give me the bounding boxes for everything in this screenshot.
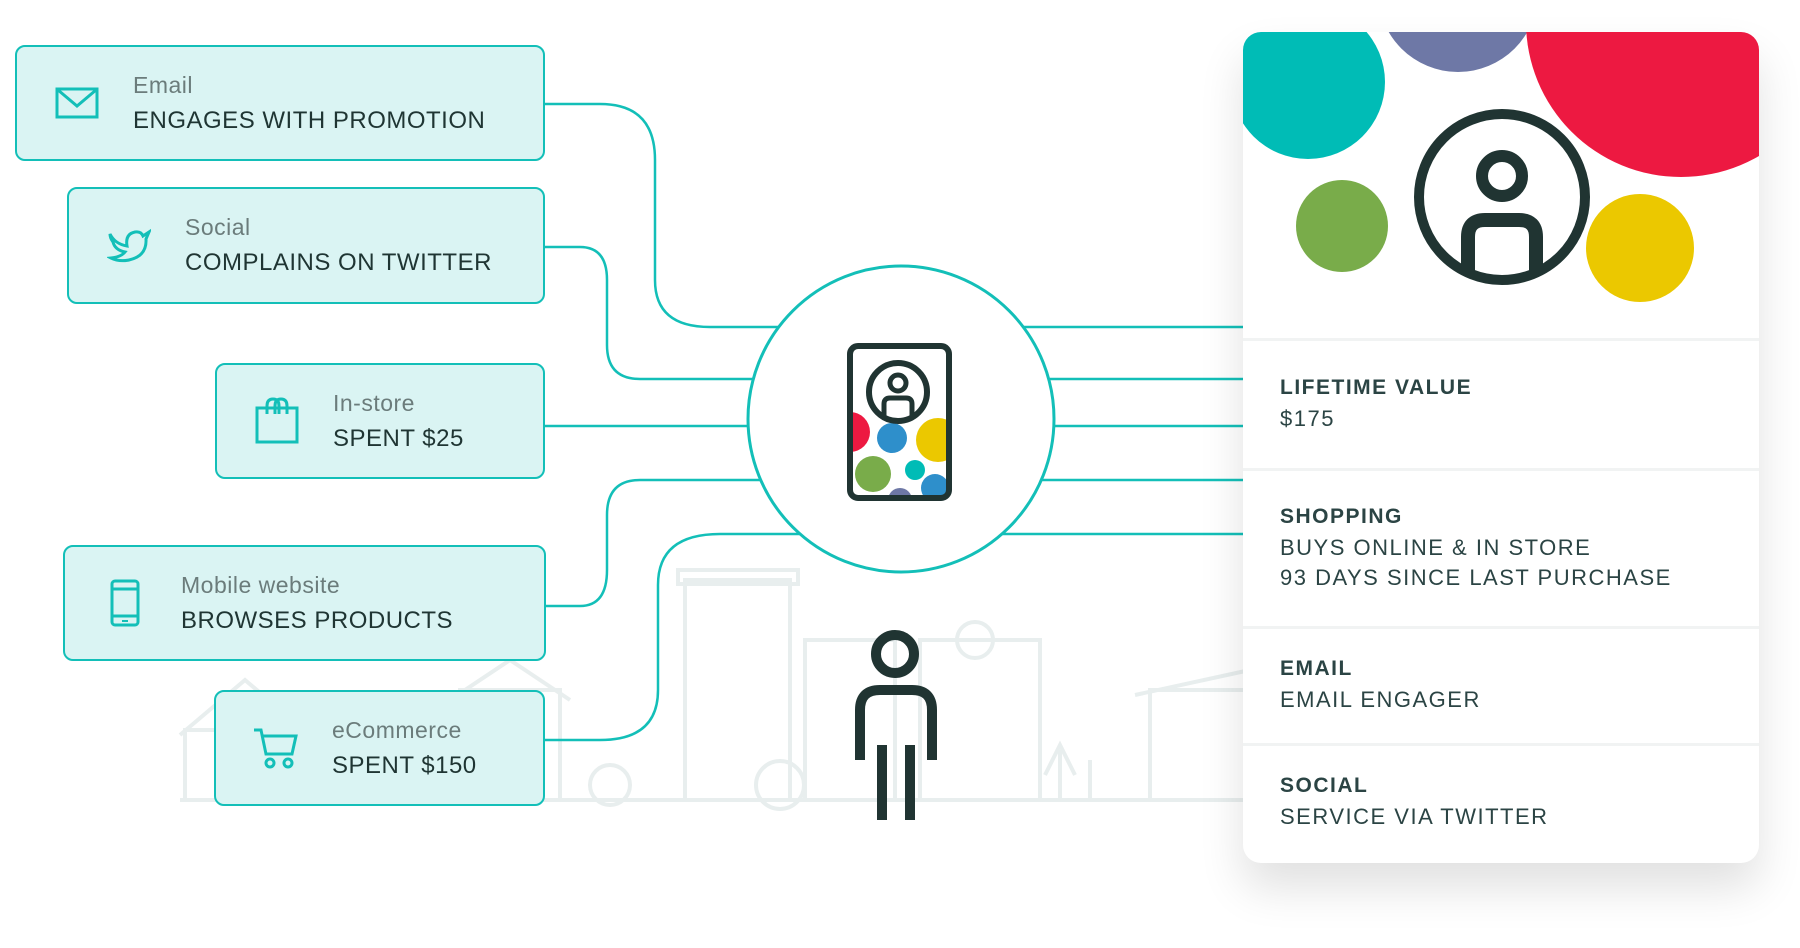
profile-row-email: EMAIL EMAIL ENGAGER: [1243, 629, 1759, 746]
profile-row-shopping: SHOPPING BUYS ONLINE & IN STORE 93 DAYS S…: [1243, 471, 1759, 629]
source-action: COMPLAINS ON TWITTER: [185, 249, 492, 276]
source-category: In-store: [333, 389, 415, 416]
source-action: SPENT $150: [332, 751, 477, 779]
row-value: BUYS ONLINE & IN STORE 93 DAYS SINCE LAST…: [1280, 533, 1759, 593]
envelope-icon: [47, 86, 107, 120]
connector-lines: [545, 102, 1243, 742]
row-title: SOCIAL: [1280, 774, 1369, 797]
profile-header-art: [1243, 32, 1759, 302]
twitter-bird-icon: [99, 226, 159, 266]
source-action: SPENT $25: [333, 424, 464, 452]
row-value: EMAIL ENGAGER: [1280, 687, 1481, 712]
customer-profile-card: LIFETIME VALUE $175 SHOPPING BUYS ONLINE…: [1243, 32, 1759, 863]
phone-profile-icon: [847, 343, 952, 501]
person-figure-icon: [855, 630, 937, 820]
profile-row-social: SOCIAL SERVICE VIA TWITTER: [1243, 746, 1759, 860]
row-line: BUYS ONLINE & IN STORE: [1280, 534, 1592, 560]
row-line: 93 DAYS SINCE LAST PURCHASE: [1280, 564, 1672, 590]
profile-header: [1243, 32, 1759, 341]
row-value: $175: [1280, 405, 1335, 431]
row-title: LIFETIME VALUE: [1280, 375, 1473, 399]
profile-row-lifetime-value: LIFETIME VALUE $175: [1243, 341, 1759, 471]
source-action: BROWSES PRODUCTS: [181, 606, 454, 634]
mobile-phone-icon: [95, 578, 155, 628]
row-title: SHOPPING: [1280, 504, 1403, 528]
source-category: Social: [185, 214, 251, 240]
shopping-bag-icon: [247, 396, 307, 446]
source-action: ENGAGES WITH PROMOTION: [133, 106, 486, 134]
shopping-cart-icon: [246, 726, 306, 770]
source-category: eCommerce: [332, 716, 462, 743]
source-category: Email: [133, 71, 194, 98]
source-category: Mobile website: [181, 571, 341, 598]
avatar-icon: [1414, 109, 1590, 285]
row-title: EMAIL: [1280, 657, 1353, 680]
row-value: SERVICE VIA TWITTER: [1280, 804, 1549, 829]
